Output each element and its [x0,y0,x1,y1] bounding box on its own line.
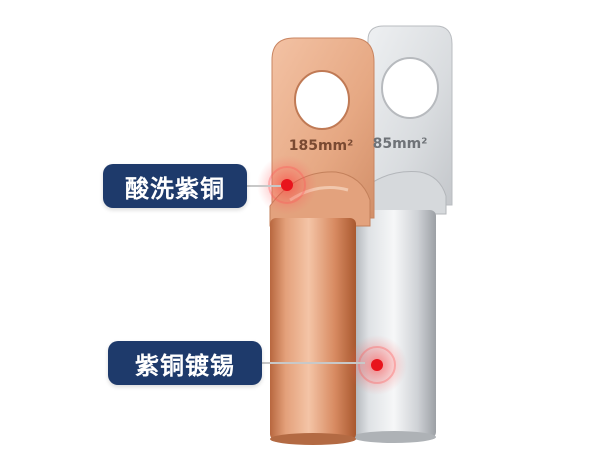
tinned-lug-barrel [352,210,436,438]
copper-lug-barrel [270,218,356,440]
tinned-size-stamp: 85mm² [373,136,428,152]
copper-lug-hole [294,70,350,130]
leader-line-tinned-copper [245,362,365,364]
copper-size-stamp: 185mm² [289,138,354,154]
marker-tinned-copper [347,335,407,395]
tinned-lug [351,25,453,443]
label-pickled-copper: 酸洗紫铜 [103,164,247,208]
label-tinned-copper: 紫铜镀锡 [108,341,262,385]
tinned-lug-hole [381,57,439,119]
leader-line-pickled-copper [239,185,281,187]
